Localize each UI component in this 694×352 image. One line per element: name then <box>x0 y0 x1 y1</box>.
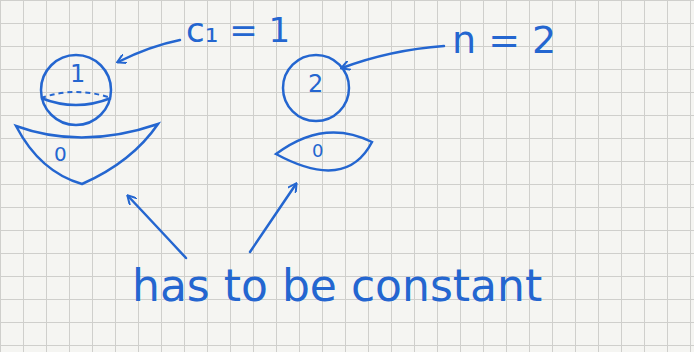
shape-outline <box>12 120 162 186</box>
constant-note: has to be constant <box>132 262 542 310</box>
surface-value: 0 <box>312 142 323 160</box>
surface-value: 0 <box>54 144 67 164</box>
leader-line <box>128 196 186 258</box>
sphere-circle: 2 <box>282 54 350 122</box>
shape-outline <box>272 128 377 184</box>
dimension-note: n = 2 <box>452 20 556 62</box>
chern-class-note: c₁ = 1 <box>186 12 290 49</box>
lens-surface: 0 <box>272 128 377 184</box>
leader-line <box>118 40 180 62</box>
leader-line <box>342 46 444 68</box>
leader-line <box>250 184 296 252</box>
surface-value: 1 <box>70 62 85 86</box>
saddle-surface: 0 <box>12 120 162 186</box>
surface-value: 2 <box>308 72 323 96</box>
sphere-circle: 1 <box>40 54 112 126</box>
